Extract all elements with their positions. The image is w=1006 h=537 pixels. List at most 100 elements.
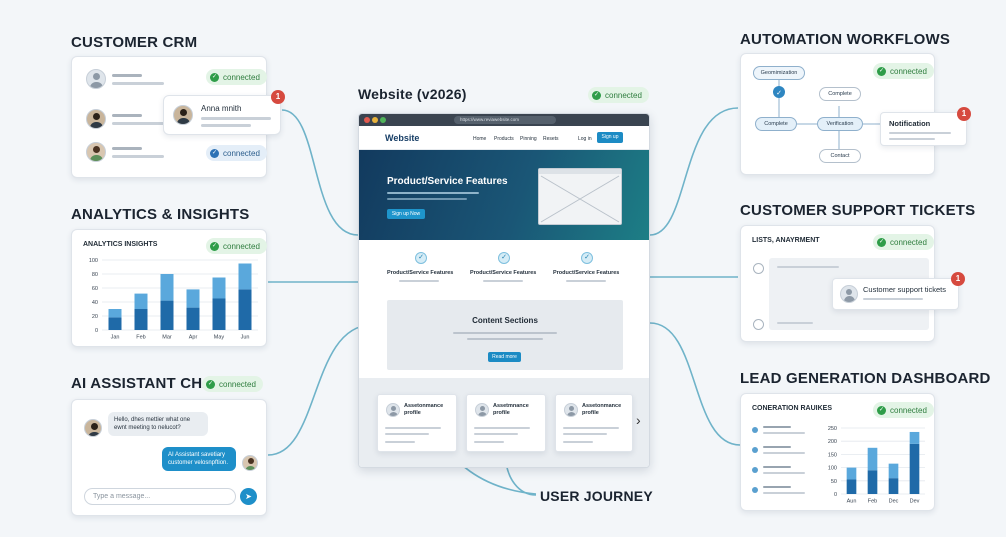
bar-segment (846, 479, 857, 494)
signup-button[interactable]: Sign up (597, 132, 623, 143)
chat-message-outgoing: AI Assistant savetiary customer velosnpf… (162, 447, 236, 471)
workflow-node-verification[interactable]: Verification (817, 117, 863, 131)
x-tick-label: Apr (189, 335, 198, 341)
x-tick-label: Mar (162, 335, 172, 341)
chat-input[interactable]: Type a message... (84, 488, 236, 505)
nav-products[interactable]: Products (494, 136, 514, 142)
nav-home[interactable]: Home (473, 136, 487, 142)
crm-status-badge: ✓connected (206, 69, 267, 85)
support-ticket-popup[interactable]: Customer support tickets (832, 278, 959, 310)
feature-label: Product/Service Features (387, 270, 454, 276)
x-tick-label: Jan (111, 335, 120, 341)
x-tick-label: Dev (910, 499, 920, 505)
bar-segment (867, 447, 878, 471)
nav-login[interactable]: Log in (578, 136, 592, 142)
chat-section-title: AI ASSISTANT CHAT (71, 375, 222, 392)
list-bullet-icon (752, 427, 758, 433)
bar-segment (909, 431, 920, 444)
profile-card[interactable]: Assetonmance profile (555, 394, 633, 452)
nav-pinning[interactable]: Pinning (520, 136, 537, 142)
workflow-diagram: ✓ (773, 80, 881, 149)
chevron-right-icon[interactable]: › (636, 412, 641, 428)
crm-notification-badge: 1 (271, 90, 285, 104)
contact-avatar (86, 69, 106, 89)
x-tick-label: Dec (889, 499, 899, 505)
send-icon[interactable]: ➤ (240, 488, 257, 505)
bar-segment (212, 277, 226, 299)
workflow-node-complete[interactable]: Complete (819, 87, 861, 101)
profile-title: Assetonmance profile (404, 403, 444, 416)
workflow-node-contact[interactable]: Contact (819, 149, 861, 163)
y-tick-label: 20 (92, 314, 98, 320)
assistant-avatar (242, 455, 258, 471)
nav-resets[interactable]: Resets (543, 136, 559, 142)
check-icon: ✓ (210, 241, 219, 251)
x-tick-label: Feb (868, 499, 877, 505)
x-tick-label: Feb (136, 335, 145, 341)
ticket-title: Customer support tickets (863, 285, 946, 294)
bar-segment (888, 463, 899, 479)
workflow-node-complete[interactable]: Complete (755, 117, 797, 131)
bar-segment (186, 289, 200, 308)
ticket-status-icon[interactable] (753, 263, 764, 274)
support-status-badge: ✓connected (873, 234, 934, 250)
user-avatar (84, 419, 102, 437)
y-tick-label: 250 (828, 426, 837, 432)
website-logo[interactable]: Website (385, 133, 420, 143)
list-bullet-icon (752, 447, 758, 453)
profile-avatar (475, 403, 489, 417)
check-icon: ✓ (210, 148, 219, 158)
bar-segment (186, 307, 200, 330)
contact-name: Anna mnith (201, 104, 242, 113)
chat-card: Hello, dhes mettier what one ewnt meetin… (71, 399, 267, 516)
check-icon: ✓ (592, 90, 601, 100)
profile-card[interactable]: Assetonmance profile (377, 394, 457, 452)
bar-segment (134, 293, 148, 309)
contact-avatar (86, 109, 106, 129)
minimize-dot-icon[interactable] (372, 117, 378, 123)
read-more-button[interactable]: Read more (488, 352, 521, 362)
maximize-dot-icon[interactable] (380, 117, 386, 123)
bar-segment (108, 309, 122, 318)
workflow-node-start[interactable]: Geomimization (753, 66, 805, 80)
hero-title: Product/Service Features (387, 176, 508, 187)
x-tick-label: May (214, 335, 225, 341)
contact-avatar (173, 105, 193, 125)
close-dot-icon[interactable] (364, 117, 370, 123)
feature-label: Product/Service Features (470, 270, 537, 276)
check-icon: ✓ (877, 237, 886, 247)
hero-signup-button[interactable]: Sign up Now (387, 209, 425, 219)
svg-text:✓: ✓ (776, 90, 782, 97)
profile-title: Assetonmance profile (582, 403, 622, 416)
y-tick-label: 40 (92, 300, 98, 306)
check-icon: ✓ (206, 379, 215, 389)
x-tick-label: Aun (847, 499, 857, 505)
y-tick-label: 0 (834, 492, 837, 498)
lead-card-title: CONERATION RAUIKES (752, 405, 832, 412)
check-circle-icon: ✓ (498, 252, 510, 264)
profile-title: Assetmnance profile (493, 403, 529, 416)
workflow-node-notification[interactable]: Notification (880, 112, 967, 146)
lead-section-title: LEAD GENERATION DASHBOARD (740, 370, 991, 387)
automation-section-title: AUTOMATION WORKFLOWS (740, 31, 951, 48)
url-bar[interactable]: https://www.reviawebsite.com (454, 116, 556, 124)
browser-titlebar: https://www.reviawebsite.com (359, 114, 649, 126)
y-tick-label: 0 (95, 328, 98, 334)
bar-segment (160, 300, 174, 330)
features-section: ✓ Product/Service Features ✓ Product/Ser… (359, 240, 649, 298)
bar-segment (108, 317, 122, 330)
profile-card[interactable]: Assetmnance profile (466, 394, 546, 452)
analytics-card-title: ANALYTICS INSIGHTS (83, 241, 158, 248)
crm-contact-popup[interactable]: Anna mnith (163, 95, 281, 135)
crm-section-title: CUSTOMER CRM (71, 34, 198, 51)
website-title: Website (v2026) (358, 86, 467, 102)
x-tick-label: Jun (241, 335, 250, 341)
support-card-title: LISTS, ANAYRMENT (752, 237, 820, 244)
ticket-status-icon[interactable] (753, 319, 764, 330)
y-tick-label: 150 (828, 452, 837, 458)
list-bullet-icon (752, 487, 758, 493)
